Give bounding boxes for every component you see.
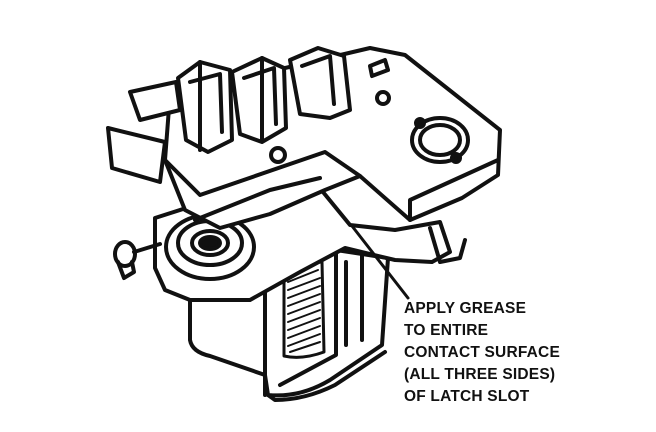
side-screw xyxy=(113,240,162,280)
callout-line-5: OF LATCH SLOT xyxy=(404,388,530,405)
callout-line-1: APPLY GREASE xyxy=(404,300,527,317)
callout-line-2: TO ENTIRE xyxy=(404,322,489,339)
round-terminal xyxy=(410,116,470,164)
callout-leader xyxy=(350,224,410,300)
left-tab xyxy=(106,80,182,184)
grease-instruction-callout: APPLY GREASE TO ENTIRE CONTACT SURFACE (… xyxy=(404,298,644,408)
solenoid-coil xyxy=(282,260,326,359)
contact-clips xyxy=(176,46,352,154)
callout-line-3: CONTACT SURFACE xyxy=(404,344,560,361)
callout-line-4: (ALL THREE SIDES) xyxy=(404,366,556,383)
